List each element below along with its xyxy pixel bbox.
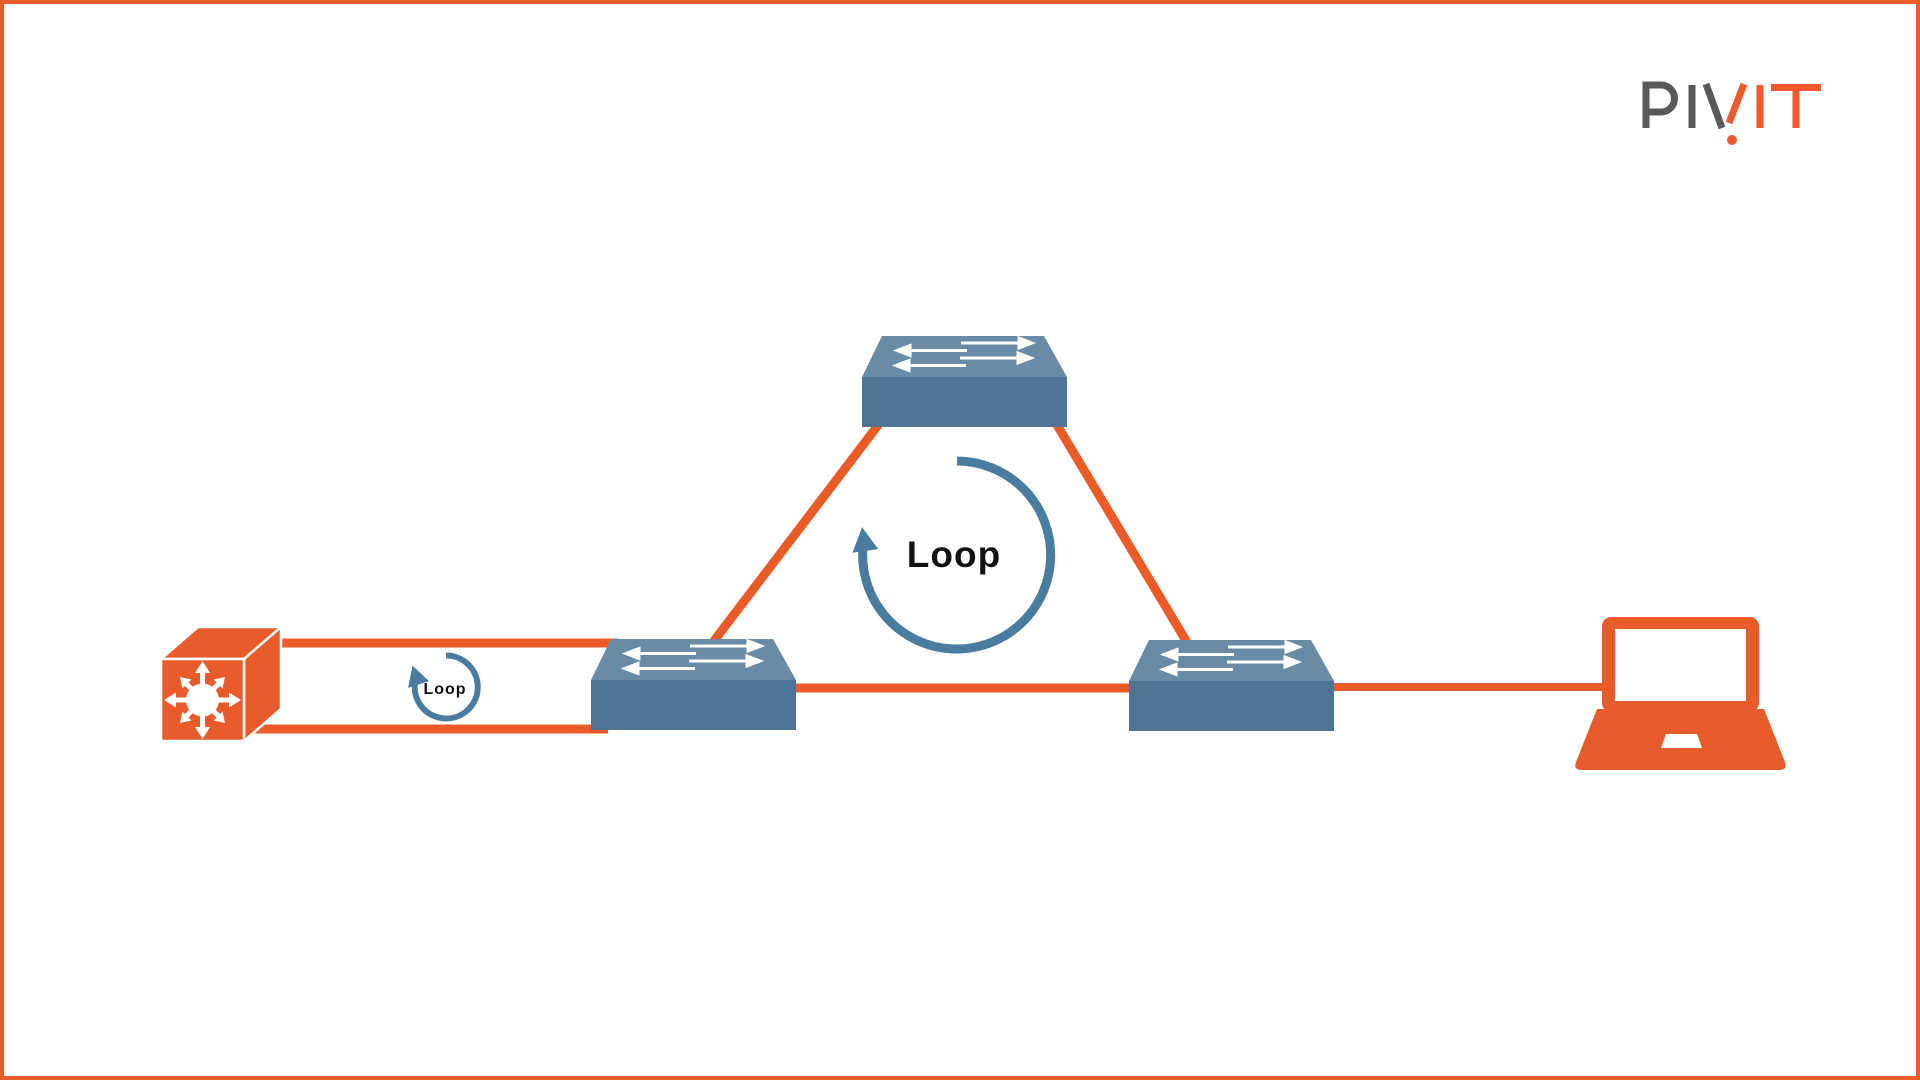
- switch-right-icon: [1127, 638, 1336, 733]
- link-switchtop-switchright: [1050, 417, 1198, 657]
- triangle-loop-arrow: [852, 456, 1056, 654]
- network-diagram: Loop Loop: [157, 81, 1821, 770]
- router-link-loop-arrow: [408, 652, 481, 722]
- switch-top-icon: [860, 334, 1069, 429]
- multilayer-switch-icon: [157, 624, 285, 744]
- router-link-loop-label: Loop: [423, 681, 466, 698]
- link-switchleft-switchtop: [700, 417, 886, 657]
- switch-left-icon: [589, 637, 798, 732]
- links: [254, 417, 1610, 734]
- pivit-logo: [1642, 81, 1821, 145]
- triangle-loop-label: Loop: [907, 534, 1001, 575]
- laptop-icon: [1575, 617, 1786, 770]
- loop-arrowhead-icon: [852, 527, 879, 553]
- loop-arrowhead-icon: [408, 665, 430, 688]
